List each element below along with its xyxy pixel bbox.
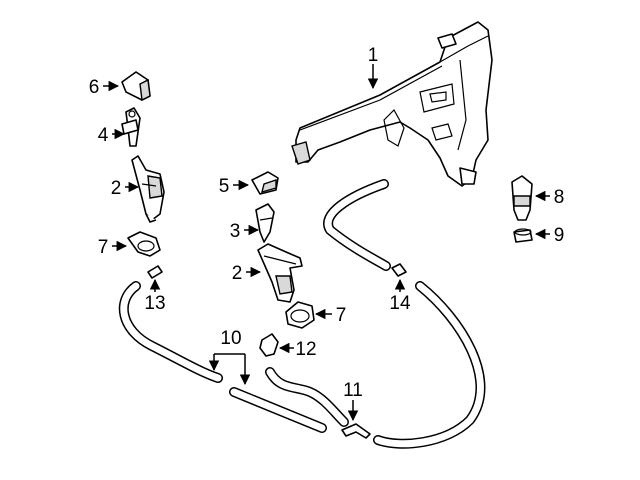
- hose-upper-right: [323, 179, 391, 271]
- callout-2-center: 2: [232, 263, 243, 284]
- callout-14: 14: [389, 293, 411, 314]
- part-13-connector: [147, 265, 163, 279]
- part-3-bracket: [255, 203, 275, 243]
- callout-11: 11: [343, 380, 363, 401]
- part-7-clamp-left: [127, 231, 161, 257]
- part-2-pump-left: [131, 155, 165, 223]
- callout-5: 5: [219, 176, 230, 197]
- callout-3: 3: [230, 221, 241, 242]
- part-2-pump-center: [257, 243, 303, 303]
- callout-1: 1: [368, 45, 379, 66]
- callout-10: 10: [220, 328, 241, 349]
- hose-long-right: [373, 281, 486, 449]
- leader-lines: [103, 64, 550, 422]
- part-14-connector: [391, 263, 407, 277]
- part-4-nozzle: [121, 107, 141, 147]
- hose-lower-10: [229, 387, 327, 433]
- part-12-connector: [259, 333, 279, 357]
- hose-curved-center: [265, 367, 349, 427]
- part-8-pump: [511, 175, 533, 221]
- callout-7-center: 7: [336, 305, 347, 326]
- callout-12: 12: [295, 339, 316, 360]
- part-6-cap: [121, 71, 151, 102]
- callout-7-left: 7: [98, 237, 109, 258]
- callout-8: 8: [554, 187, 565, 208]
- callout-2-left: 2: [111, 178, 122, 199]
- part-11-y-connector: [341, 423, 371, 439]
- callout-4: 4: [98, 125, 109, 146]
- callout-13: 13: [144, 293, 165, 314]
- part-9-grommet: [513, 228, 533, 243]
- hose-left-10: [118, 281, 223, 383]
- part-7-clamp-center: [285, 301, 315, 329]
- part-5-cap: [251, 171, 279, 195]
- callout-9: 9: [554, 225, 565, 246]
- washer-reservoir: [291, 21, 493, 187]
- callout-6: 6: [89, 77, 100, 98]
